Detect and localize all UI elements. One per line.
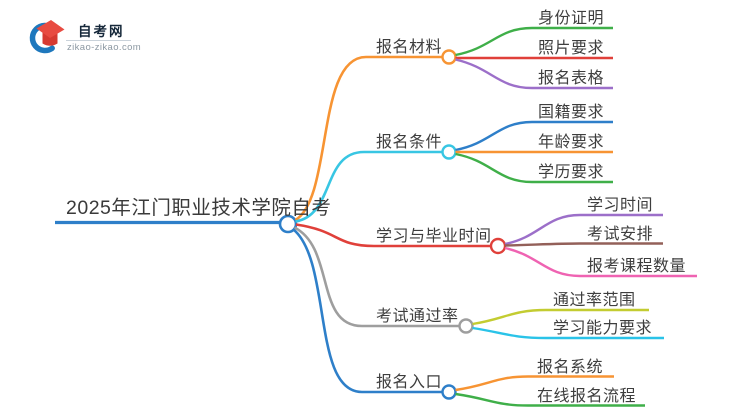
branch-5-child-2-line [455, 392, 645, 407]
branch-3-child-2-line [504, 242, 663, 247]
branch-3-child-1-label: 学习时间 [587, 197, 654, 214]
branch-2-child-1-line [455, 120, 613, 152]
branch-1-child-3-label: 报名表格 [538, 70, 605, 87]
branch-5-child-1-label: 报名系统 [537, 358, 604, 376]
logo-site-url: zikao-zikao.com [67, 42, 142, 53]
branch-3-child-1-line [504, 213, 663, 246]
branch-1-child-1-label: 身份证明 [538, 10, 605, 27]
branch-2-label: 报名条件 [376, 134, 443, 151]
root-node-circle[interactable] [278, 214, 298, 234]
branch-5-line [292, 228, 442, 394]
branch-1-child-1-line [455, 26, 613, 57]
branch-4-label: 考试通过率 [376, 308, 459, 325]
branch-1-line [294, 55, 442, 222]
branch-3-child-3-line [504, 246, 697, 278]
branch-3-node-circle[interactable] [489, 237, 507, 255]
branch-4-node-circle[interactable] [458, 318, 474, 334]
branch-1-node-circle[interactable] [441, 49, 457, 65]
root-label: 2025年江门职业技术学院自考 [66, 197, 332, 219]
branch-4-child-1-label: 通过率范围 [553, 292, 636, 309]
branch-4-child-2-line [472, 326, 664, 340]
branch-3-label: 学习与毕业时间 [376, 228, 492, 245]
logo-graduation-cap-icon [29, 20, 65, 54]
branch-2-child-3-line [455, 152, 613, 184]
branch-1-child-3-line [455, 58, 613, 90]
logo-divider [66, 40, 131, 41]
branch-4-child-2-label: 学习能力要求 [553, 320, 653, 337]
branch-4-child-1-line [472, 308, 649, 326]
branch-3-child-3-label: 报考课程数量 [587, 258, 687, 275]
branch-2-child-3-label: 学历要求 [538, 164, 605, 181]
branch-1-child-2-label: 照片要求 [538, 40, 605, 57]
branch-5-child-2-label: 在线报名流程 [537, 388, 637, 405]
logo-site-name: 自考网 [78, 24, 125, 39]
branch-2-child-2-label: 年龄要求 [538, 134, 605, 151]
logo-cap-board-shape [36, 20, 65, 38]
branch-5-label: 报名入口 [376, 374, 443, 391]
branch-2-child-1-label: 国籍要求 [538, 104, 605, 121]
branch-1-label: 报名材料 [376, 39, 443, 56]
branch-5-node-circle[interactable] [441, 384, 457, 400]
branch-3-line [295, 223, 491, 248]
branch-2-node-circle[interactable] [441, 144, 457, 160]
branch-4-line [293, 226, 459, 328]
branch-2-line [295, 150, 442, 223]
branch-3-child-2-label: 考试安排 [587, 225, 654, 243]
branch-5-child-1-line [455, 375, 614, 392]
